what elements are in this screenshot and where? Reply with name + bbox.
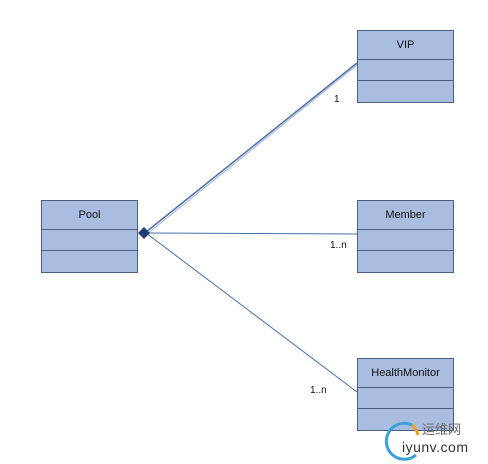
class-member-name: Member xyxy=(358,201,453,230)
watermark-bottom-text: iyunv.com xyxy=(402,439,469,455)
class-pool: Pool xyxy=(41,200,138,273)
class-member-attributes xyxy=(358,230,453,251)
class-pool-operations xyxy=(42,251,137,272)
class-vip-operations xyxy=(358,81,453,102)
class-healthmonitor: HealthMonitor xyxy=(357,358,454,431)
class-vip-name: VIP xyxy=(358,31,453,60)
pool-member-association xyxy=(145,232,358,235)
class-vip-attributes xyxy=(358,60,453,81)
multiplicity-healthmonitor: 1..n xyxy=(310,385,327,396)
class-healthmonitor-attributes xyxy=(358,388,453,409)
watermark-top-text: 运维网 xyxy=(422,422,462,437)
class-member: Member xyxy=(357,200,454,273)
composition-diamond xyxy=(138,227,150,239)
class-pool-name: Pool xyxy=(42,201,137,230)
multiplicity-member: 1..n xyxy=(330,240,347,251)
class-member-operations xyxy=(358,251,453,272)
watermark-logo: 运维网 iyunv.com xyxy=(382,417,486,461)
multiplicity-vip: 1 xyxy=(334,94,340,105)
class-pool-attributes xyxy=(42,230,137,251)
pool-vip-association-shadow xyxy=(146,64,358,235)
class-vip: VIP xyxy=(357,30,454,103)
watermark-arc-icon xyxy=(384,421,420,461)
pool-healthmonitor-association xyxy=(145,232,358,393)
pool-vip-association xyxy=(145,62,358,233)
class-healthmonitor-name: HealthMonitor xyxy=(358,359,453,388)
